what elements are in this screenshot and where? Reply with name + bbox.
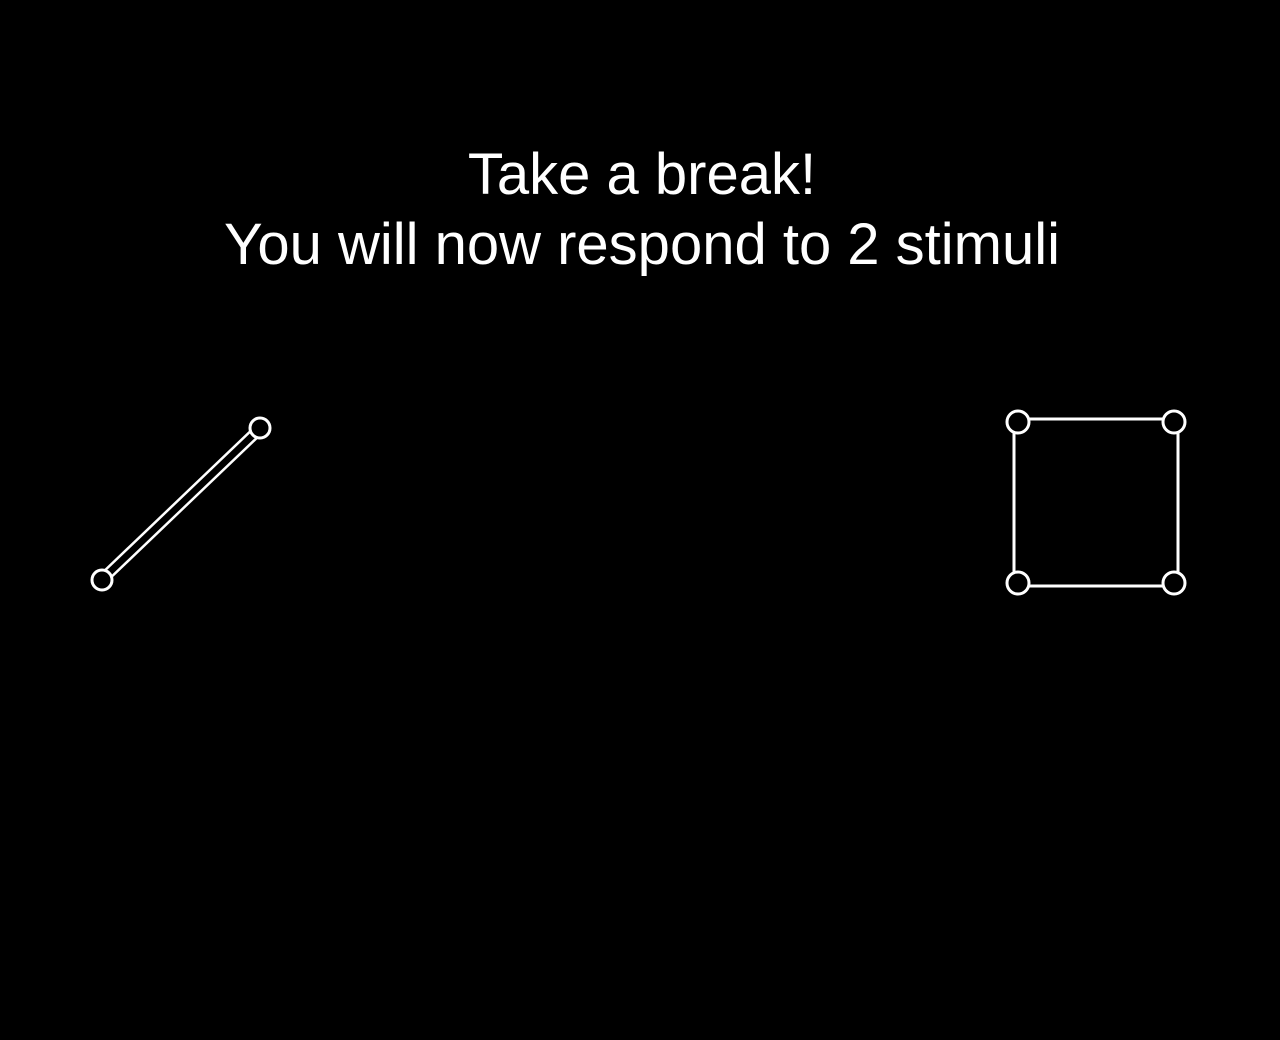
- square-corner-node: [1161, 409, 1187, 435]
- line-endpoint-node: [248, 416, 272, 440]
- line-segment-edge-outer-a: [98, 424, 258, 577]
- stimulus-square: [1005, 409, 1187, 596]
- stimuli-instruction: You will now respond to 2 stimuli: [223, 212, 1061, 277]
- stimulus-line: [90, 416, 272, 592]
- line-endpoint-node: [90, 568, 114, 592]
- square-corner-node: [1005, 409, 1031, 435]
- square-corner-node: [1161, 570, 1187, 596]
- line-segment-edge-outer-b: [104, 431, 264, 584]
- square-corner-node: [1005, 570, 1031, 596]
- break-message: Take a break! You will now respond to 2 …: [0, 140, 1280, 280]
- break-title: Take a break!: [467, 142, 817, 207]
